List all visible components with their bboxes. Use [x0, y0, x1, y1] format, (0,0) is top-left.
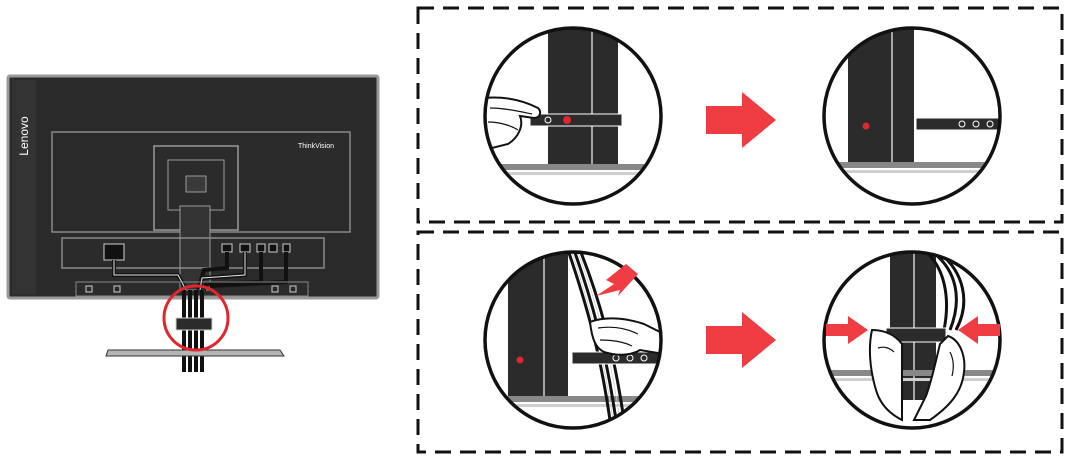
right-arrow-icon — [706, 92, 776, 148]
audio-port-icon — [282, 243, 291, 253]
stand-base — [105, 349, 285, 357]
step-3-circle — [483, 250, 663, 430]
cable-clip — [175, 317, 213, 331]
cable-bundle — [182, 290, 204, 372]
hand-unclip-icon — [485, 96, 542, 152]
usb-port-icon — [268, 243, 278, 253]
monitor-rear-view: Lenovo ThinkVision — [6, 74, 380, 372]
hands-press-clip-icon — [868, 328, 903, 422]
monitor-side-bezel — [12, 80, 36, 294]
step-1-unclip — [483, 26, 663, 206]
hdmi-port-icon — [221, 243, 233, 253]
cable-clip-highlight — [162, 284, 230, 352]
clip-opened-icon — [915, 117, 1000, 131]
step-4-circle — [822, 250, 1002, 430]
step-4-press-clip — [822, 250, 1002, 430]
monitor-brand-logo: ThinkVision — [298, 143, 334, 150]
displayport-icon — [239, 243, 251, 253]
step-2-circle — [822, 26, 1002, 206]
insert-direction-arrow-icon — [596, 264, 638, 296]
step-1-circle — [483, 26, 663, 206]
right-arrow-icon — [706, 312, 776, 368]
squeeze-left-arrow-icon — [826, 316, 868, 344]
step-2-opened — [822, 26, 1002, 206]
side-brand-logo: Lenovo — [17, 116, 31, 156]
step-panel-top — [416, 6, 1064, 224]
step-3-insert-cables — [483, 250, 663, 430]
power-connector-icon — [103, 243, 125, 261]
step-panel-bottom — [416, 230, 1064, 454]
port-panel — [61, 237, 325, 269]
usb-port-icon — [256, 243, 266, 253]
squeeze-right-arrow-icon — [958, 316, 1000, 344]
